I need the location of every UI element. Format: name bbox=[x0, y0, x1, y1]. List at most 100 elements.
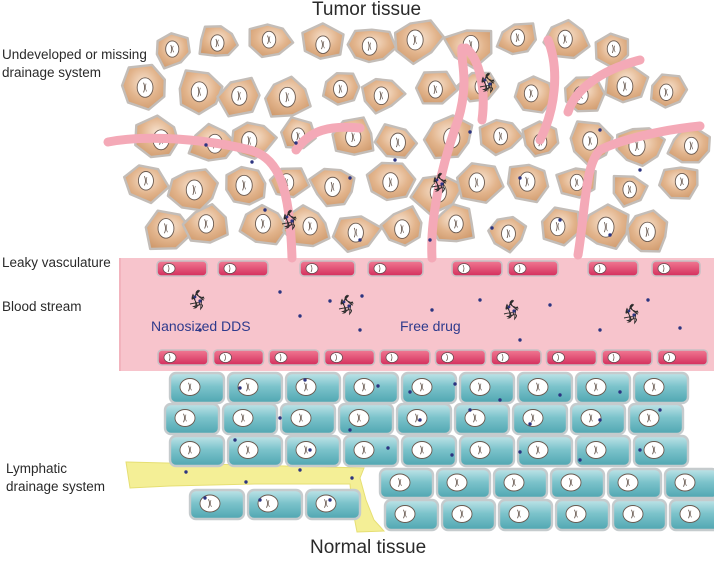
tumor-cell bbox=[238, 203, 289, 246]
endothelial-cell bbox=[434, 349, 487, 366]
cell-nucleus-icon bbox=[616, 76, 634, 97]
cell-nucleus-icon bbox=[295, 378, 317, 396]
cell-nucleus-icon bbox=[468, 172, 485, 193]
cell-nucleus-icon bbox=[345, 127, 362, 148]
label-lymphatic-line1: Lymphatic bbox=[6, 461, 68, 476]
endothelial-cell bbox=[507, 260, 559, 277]
cell-nucleus-icon bbox=[428, 80, 443, 99]
tumor-cell bbox=[331, 215, 383, 253]
free-drug-dot bbox=[468, 130, 472, 134]
cell-nucleus-icon bbox=[157, 218, 175, 239]
free-drug-dot bbox=[678, 326, 682, 330]
cell-nucleus-icon bbox=[235, 174, 253, 196]
cell-nucleus-icon bbox=[231, 86, 248, 106]
tumor-cell bbox=[379, 205, 423, 247]
tumor-cell bbox=[594, 32, 630, 70]
cell-nucleus-icon bbox=[411, 378, 433, 396]
tumor-cell bbox=[540, 206, 581, 247]
cell-nucleus-icon bbox=[361, 36, 378, 56]
capillary bbox=[535, 35, 560, 145]
tumor-cell bbox=[506, 163, 550, 204]
cell-nucleus-icon bbox=[190, 81, 208, 103]
tumor-cell bbox=[365, 161, 417, 202]
free-drug-dot bbox=[263, 208, 267, 212]
cell-nucleus-icon bbox=[469, 378, 491, 396]
endothelial-cell bbox=[217, 260, 269, 277]
cell-nucleus-icon bbox=[373, 86, 389, 106]
cell-nucleus-icon bbox=[257, 494, 279, 513]
cell-nucleus-icon bbox=[353, 441, 375, 459]
free-drug-dot bbox=[328, 498, 332, 502]
capillary bbox=[461, 43, 488, 125]
cell-nucleus-icon bbox=[451, 505, 473, 523]
free-drug-dot bbox=[558, 218, 562, 222]
cell-nucleus-icon bbox=[136, 77, 154, 98]
free-drug-dot bbox=[294, 141, 298, 145]
endothelial-cell bbox=[156, 260, 208, 277]
cell-nucleus-icon bbox=[394, 505, 416, 523]
normal-cell bbox=[226, 434, 284, 468]
tumor-cell bbox=[301, 22, 345, 60]
cell-nucleus-icon bbox=[510, 28, 525, 47]
tumor-cells-group bbox=[120, 18, 711, 254]
free-drug-dot bbox=[638, 448, 642, 452]
cell-nucleus-icon bbox=[597, 216, 615, 238]
label-drainage-line1: Undeveloped or missing bbox=[2, 47, 147, 62]
free-drug-dot bbox=[638, 168, 642, 172]
cell-nucleus-icon bbox=[684, 136, 699, 155]
cell-nucleus-icon bbox=[353, 378, 375, 396]
cell-nucleus-icon bbox=[617, 473, 639, 492]
free-drug-dot bbox=[360, 294, 364, 298]
tumor-cell bbox=[414, 70, 459, 105]
normal-cells-group bbox=[163, 371, 714, 532]
tumor-cell bbox=[178, 69, 224, 116]
tumor-cell bbox=[155, 32, 191, 70]
normal-cell bbox=[632, 434, 690, 468]
free-drug-dot bbox=[518, 450, 522, 454]
endothelial-cell bbox=[490, 349, 542, 366]
free-drug-dot bbox=[350, 476, 354, 480]
free-drug-dot bbox=[408, 390, 412, 394]
free-drug-dot bbox=[598, 328, 602, 332]
normal-cell bbox=[574, 434, 632, 468]
capillary bbox=[291, 122, 365, 155]
cell-nucleus-icon bbox=[549, 217, 566, 237]
free-drug-dot bbox=[430, 308, 434, 312]
free-drug-dot bbox=[308, 448, 312, 452]
free-drug-dot bbox=[303, 378, 307, 382]
cell-nucleus-icon bbox=[278, 86, 296, 108]
free-drug-dot bbox=[468, 408, 472, 412]
normal-cell bbox=[279, 402, 337, 436]
tumor-cell bbox=[123, 164, 171, 205]
free-drug-dot bbox=[233, 438, 237, 442]
tumor-cell bbox=[144, 209, 195, 251]
endothelial-cell bbox=[545, 349, 598, 366]
endothelial-cell bbox=[656, 349, 709, 366]
normal-cell bbox=[549, 467, 606, 500]
normal-cell bbox=[492, 467, 549, 500]
free-drug-dots bbox=[184, 128, 682, 502]
cell-nucleus-icon bbox=[261, 30, 277, 49]
normal-cell bbox=[163, 402, 221, 436]
free-drug-dot bbox=[258, 498, 262, 502]
normal-cell bbox=[168, 434, 226, 468]
cell-nucleus-icon bbox=[557, 29, 573, 49]
endothelial-cell bbox=[587, 260, 639, 277]
normal-cell bbox=[458, 371, 516, 405]
endothelial-cells-group bbox=[156, 260, 709, 366]
cell-nucleus-icon bbox=[585, 441, 607, 459]
free-drug-dot bbox=[548, 303, 552, 307]
endothelial-cell bbox=[268, 349, 320, 366]
normal-cell bbox=[554, 498, 611, 532]
normal-cell bbox=[342, 434, 400, 468]
nanoparticle-icon bbox=[189, 289, 205, 311]
normal-cell bbox=[304, 488, 362, 521]
tumor-cell bbox=[455, 162, 505, 204]
tumor-cell bbox=[478, 118, 525, 157]
normal-cell bbox=[627, 402, 685, 436]
free-drug-dot bbox=[298, 314, 302, 318]
cell-nucleus-icon bbox=[406, 409, 428, 427]
tumor-cell bbox=[308, 167, 356, 208]
endothelial-cell bbox=[157, 349, 209, 366]
